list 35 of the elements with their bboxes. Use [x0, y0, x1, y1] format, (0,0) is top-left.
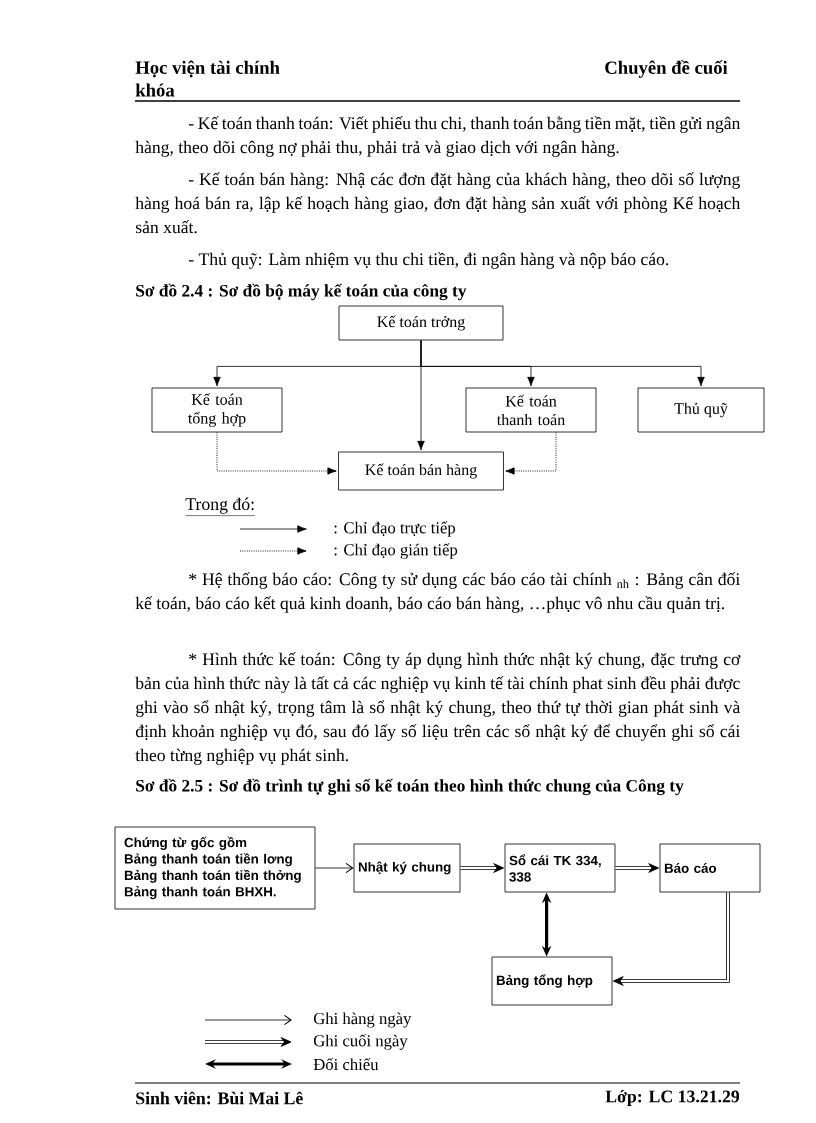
header-text: khóa	[135, 83, 175, 97]
footer-text: Sinh viên: Bùi Mai Lê	[136, 1091, 303, 1105]
position-box: Kế toán bán hàng	[338, 451, 504, 491]
paragraph: - Kế toán bán hàng: Nhậ các đơn đặt hàng của khách hàng, theo dõi số lượng hàng hoá bán ra, lập kế hoạch hàng giao, đơn đặt hàng sản xuất với phòng Kế hoạch sản xuất.	[135, 172, 741, 234]
process-box: Nhật ký chung	[353, 843, 461, 893]
header-text: Học viện tài chính	[135, 60, 280, 78]
header-text: Chuyên đề cuối	[605, 60, 728, 78]
legend-text: Ghi cuối ngày	[313, 1034, 408, 1050]
double-line-arrow	[615, 863, 659, 873]
process-box: Báo cáo	[659, 843, 761, 893]
legend-text: Ghi hàng ngày	[313, 1012, 412, 1028]
dotted-arrow	[505, 431, 557, 475]
process-box: Bảng tổng hợp	[491, 956, 613, 1006]
position-box: Thủ quỹ	[637, 387, 765, 433]
double-line-arrow	[460, 863, 504, 873]
arrow	[315, 862, 354, 874]
arrow	[417, 340, 425, 451]
document-box: Chứng từ gốc gồm Bảng thanh toán tiền lơng Bảng thanh toán tiền thởng Bảng thanh toán BHXH.	[114, 826, 316, 910]
paragraph: * Hình thức kế toán: Công ty áp dụng hình thức nhật ký chung, đặc trưng cơ bản của hình thức này là tất cả các nghiệp vụ kinh tế tài chính phat sinh đều phải được ghi vào sổ nhật ký, trọng tâm là sổ nhật ký chung, theo thứ tự thời gian phát sinh và định khoản nghiệp vụ đó, sau đó lấy số liệu trên các sổ nhật ký để chuyển ghi sổ cái theo từng nghiệp vụ phát sinh.	[135, 652, 741, 765]
position-box: Kế toán thanh toán	[465, 387, 597, 433]
process-box: Sổ cái TK 334, 338	[504, 843, 616, 893]
paragraph: - Thủ quỹ: Làm nhiệm vụ thu chi tiền, đi ngân hàng và nộp báo cáo.	[188, 252, 669, 269]
paragraph: * Hệ thống báo cáo: Công ty sử dụng các báo cáo tài chính $_{nh}$ : Bảng cân đối kế toán, báo cáo kết quả kinh doanh, báo cáo bán hàng, …phục vô nhu cầu quản trị.	[135, 572, 740, 613]
dotted-arrow	[216, 431, 337, 475]
figure-label: Sơ đồ 2.5 : Sơ đồ trình tự ghi sổ kế toán theo hình thức chung của Công ty	[136, 778, 684, 796]
legend-text: : Chỉ đạo gián tiếp	[334, 543, 458, 559]
footer-text: Lớp: LC 13.21.29	[605, 1089, 740, 1107]
paragraph: - Kế toán thanh toán: Viết phiếu thu chi, thanh toán bằng tiền mặt, tiền gửi ngân hàng, theo dõi công nợ phải thu, phải trả và giao dịch với ngân hàng.	[135, 116, 741, 157]
legend-text: Đối chiếu	[313, 1057, 379, 1071]
position-box: Kế toán tổng hợp	[151, 387, 283, 433]
legend-text: : Chỉ đạo trực tiếp	[334, 521, 456, 537]
legend-heading: Trong đó:	[185, 497, 256, 516]
figure-label: Sơ đồ 2.4 : Sơ đồ bộ máy kế toán của công ty	[136, 283, 467, 301]
position-box: Kế toán trởng	[338, 305, 504, 341]
double-line-arrow	[613, 892, 730, 986]
